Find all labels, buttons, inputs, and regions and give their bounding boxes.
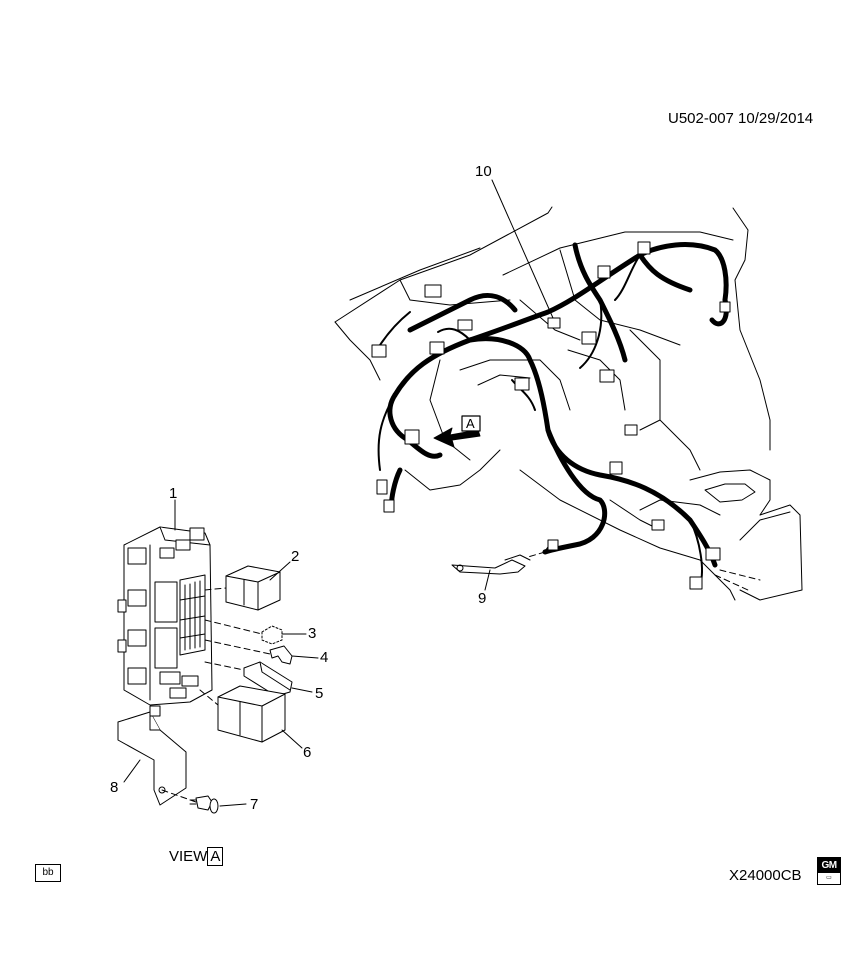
callout-leaders-main bbox=[484, 179, 554, 591]
screw bbox=[189, 795, 219, 814]
mounting-bracket bbox=[117, 705, 187, 806]
relay-large bbox=[217, 685, 286, 743]
view-arrow-label: A bbox=[466, 416, 475, 431]
callout-leaders-block bbox=[123, 499, 319, 807]
view-label-prefix: VIEW bbox=[169, 848, 208, 865]
figure-code: X24000CB bbox=[729, 867, 802, 884]
wiring-harness-thin bbox=[377, 254, 703, 586]
callout-1: 1 bbox=[169, 485, 178, 502]
callout-7: 7 bbox=[250, 796, 259, 813]
callout-8: 8 bbox=[110, 779, 119, 796]
fuse-holder bbox=[243, 661, 293, 697]
instrument-panel-outline bbox=[334, 206, 803, 601]
exploded-dashes bbox=[161, 587, 271, 803]
gm-logo-icon: GM ▭ bbox=[817, 857, 841, 885]
document-code: U502-007 10/29/2014 bbox=[668, 110, 814, 127]
ground-strap-bracket bbox=[451, 554, 531, 575]
fuse-puller bbox=[269, 645, 293, 665]
bb-badge: bb bbox=[35, 864, 61, 882]
gm-logo-text: GM bbox=[818, 858, 840, 873]
callout-5: 5 bbox=[315, 685, 324, 702]
gm-logo-underbar: ▭ bbox=[826, 875, 832, 881]
view-label-letter: A bbox=[207, 847, 224, 866]
view-arrow-icon bbox=[433, 415, 481, 448]
callout-4: 4 bbox=[320, 649, 329, 666]
callout-2: 2 bbox=[291, 548, 300, 565]
routing-dashes bbox=[527, 551, 761, 591]
relay-small bbox=[225, 565, 281, 611]
callout-10: 10 bbox=[475, 163, 492, 180]
mini-fuse bbox=[261, 625, 283, 645]
harness-connectors bbox=[371, 241, 731, 590]
callout-6: 6 bbox=[303, 744, 312, 761]
callout-3: 3 bbox=[308, 625, 317, 642]
callout-9: 9 bbox=[478, 590, 487, 607]
junction-block bbox=[117, 526, 213, 706]
